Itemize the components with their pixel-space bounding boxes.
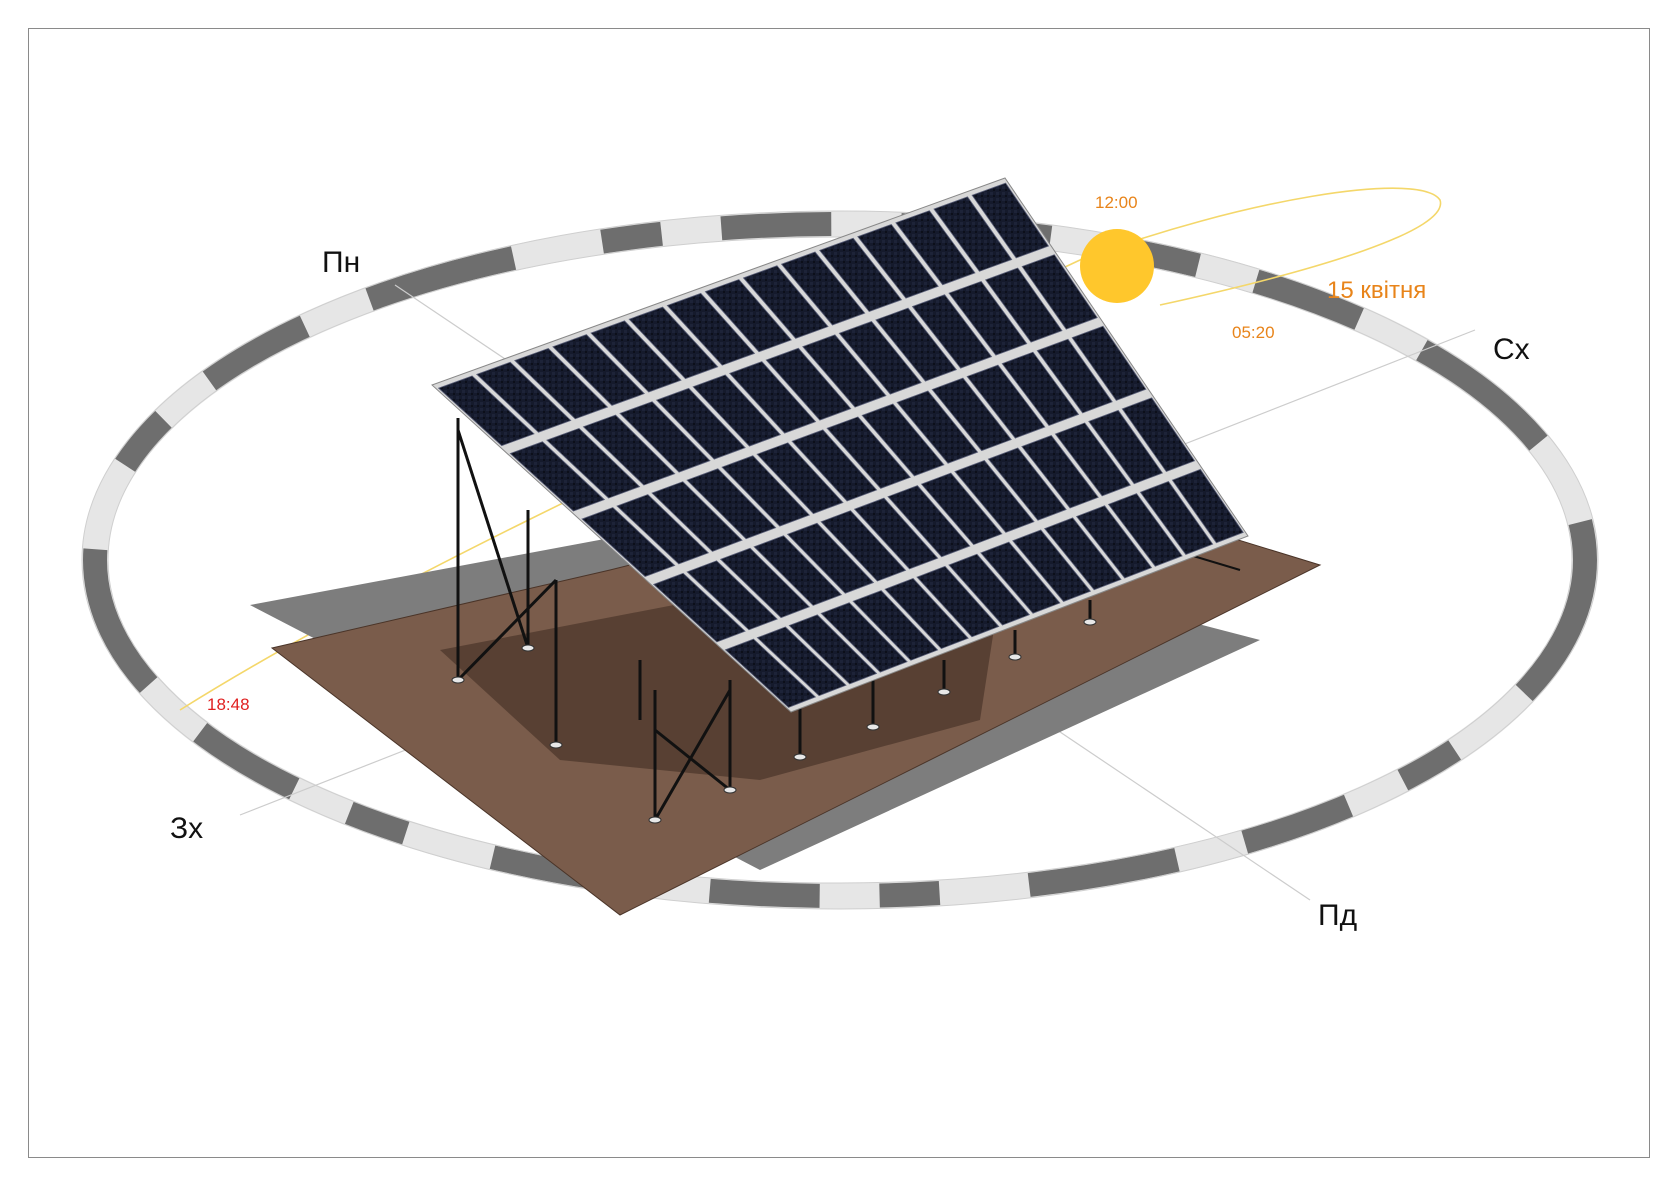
- solar-panel-array: [431, 177, 1249, 713]
- solar-panel: [721, 455, 811, 527]
- solar-panel: [1036, 338, 1113, 414]
- solar-panel: [704, 279, 792, 353]
- solar-panel: [838, 321, 922, 395]
- solar-panel: [756, 626, 847, 697]
- solar-panel: [920, 472, 1003, 546]
- solar-panel: [786, 522, 875, 594]
- solar-panel: [546, 427, 641, 499]
- solar-panel: [820, 510, 907, 582]
- solar-panel: [719, 547, 811, 619]
- solar-panel: [861, 403, 945, 477]
- solar-panel: [1001, 351, 1080, 426]
- solar-panel: [1088, 409, 1164, 485]
- solar-panel: [686, 560, 778, 631]
- solar-panel: [1139, 481, 1214, 555]
- solar-panel: [753, 535, 843, 606]
- solar-panel: [616, 494, 710, 565]
- date-label: 15 квітня: [1327, 277, 1426, 304]
- solar-panel: [581, 507, 676, 577]
- solar-panel: [686, 468, 777, 540]
- east-label: Сх: [1493, 333, 1530, 366]
- solar-panel: [875, 307, 958, 382]
- solar-panel: [948, 280, 1028, 356]
- panel-grid: [437, 182, 1244, 708]
- sunset-time-label: 18:48: [207, 695, 250, 714]
- noon-time-label: 12:00: [1095, 193, 1138, 212]
- solar-panel: [987, 447, 1067, 521]
- solar-panel: [1021, 254, 1098, 330]
- west-label: Зх: [170, 812, 203, 845]
- sun-path: [179, 187, 1442, 711]
- south-label: Пд: [1318, 899, 1357, 932]
- solar-panel: [788, 614, 878, 685]
- solar-panel: [651, 481, 743, 552]
- solar-panel: [582, 414, 676, 486]
- solar-panel: [820, 602, 908, 673]
- compass-ring: [81, 210, 1599, 910]
- solar-panel: [916, 565, 1000, 638]
- sun: [1080, 229, 1154, 303]
- compass-ring-segments: [83, 212, 1597, 908]
- solar-panel: [437, 375, 535, 447]
- support-feet: [451, 618, 1097, 824]
- solar-panel: [628, 306, 719, 380]
- solar-panel: [655, 387, 746, 460]
- solar-panel: [884, 578, 969, 650]
- solar-panel: [780, 251, 866, 326]
- solar-panel: [984, 267, 1063, 343]
- solar-panel: [742, 265, 829, 339]
- solar-panel: [1171, 468, 1244, 544]
- solar-panel: [1021, 434, 1099, 509]
- solar-panel: [1121, 397, 1196, 473]
- solar-panel: [692, 374, 782, 447]
- solar-panel: [980, 541, 1061, 614]
- solar-panel: [819, 237, 903, 313]
- solar-panel: [931, 377, 1012, 452]
- solar-panel: [509, 441, 606, 512]
- solar-panel: [948, 553, 1031, 626]
- solar-panel: [887, 485, 971, 558]
- solar-panel: [852, 590, 939, 661]
- north-label: Пн: [322, 246, 360, 279]
- solar-panel: [895, 210, 976, 286]
- sun-icon: [1080, 229, 1154, 303]
- solar-panel: [590, 320, 682, 393]
- solar-panel: [826, 416, 911, 489]
- solar-panel: [1012, 529, 1092, 603]
- solar-panel: [514, 347, 609, 420]
- solar-panel: [853, 497, 939, 570]
- solar-panel: [1071, 325, 1147, 401]
- solar-panel: [802, 334, 887, 408]
- solar-panel: [728, 361, 817, 434]
- solar-panel: [791, 429, 878, 502]
- solar-panel: [552, 334, 645, 406]
- solar-panel: [933, 196, 1013, 272]
- solar-panel: [652, 572, 746, 643]
- solar-panel: [1107, 493, 1183, 567]
- solar-panel: [1075, 505, 1153, 579]
- solar-panel: [724, 638, 817, 708]
- solar-panel: [857, 223, 939, 299]
- sunrise-time-label: 05:20: [1232, 323, 1275, 342]
- solar-panel: [619, 401, 711, 473]
- solar-panel: [765, 347, 852, 421]
- solar-panel: [756, 442, 844, 515]
- labels: Пн Сх Пд Зх 12:00 05:20 18:48 15 квітня: [170, 193, 1530, 932]
- sun-path-arc: [179, 187, 1442, 711]
- solar-panel: [971, 182, 1050, 259]
- solar-panel: [911, 294, 993, 369]
- solar-panel: [666, 292, 756, 366]
- solar-panel: [475, 361, 572, 433]
- solar-panel: [966, 364, 1046, 439]
- solar-panel: [954, 460, 1035, 533]
- solar-panel: [896, 390, 979, 464]
- solar-panel: [1043, 517, 1122, 591]
- solar-panel: [1054, 422, 1131, 497]
- support-structure: [456, 418, 1241, 821]
